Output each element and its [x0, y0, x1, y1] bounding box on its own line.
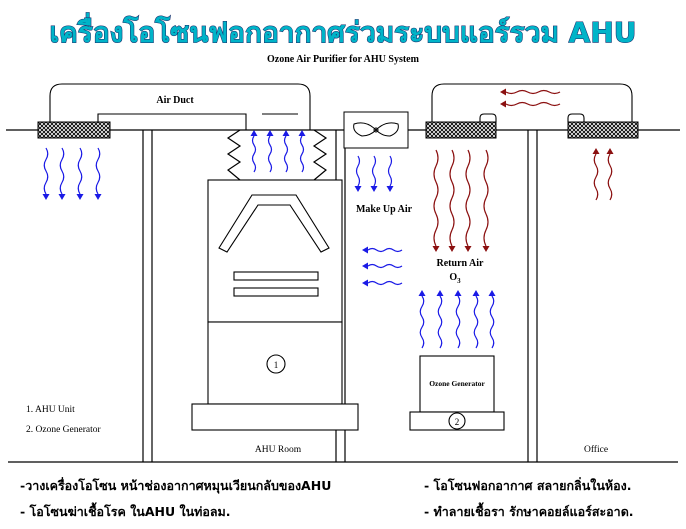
ozone-generator-body [419, 355, 495, 413]
ahu-supply-arrow [298, 130, 306, 173]
supply-diffuser-left [37, 121, 111, 139]
legend-item-ozone: 2. Ozone Generator [26, 425, 101, 435]
return-grille-office [425, 121, 497, 139]
supply-arrow [58, 147, 66, 200]
ozone-generator [409, 355, 505, 431]
ozone-generator-marker-label: 2 [455, 417, 460, 427]
ozone-generator-label: Ozone Generator [429, 379, 485, 388]
ahu-room-label: AHU Room [255, 445, 302, 455]
return-air-arrow [432, 149, 440, 252]
ahu-base [191, 403, 359, 431]
office-return-arrow [592, 148, 600, 201]
makeup-air-arrow [354, 155, 362, 192]
office-return-arrow [606, 148, 614, 201]
ahu-marker-label: 1 [274, 360, 279, 370]
ozone-formula: O3 [449, 272, 461, 285]
ahu-supply-arrow [266, 130, 274, 173]
ahu-upper-casing [207, 179, 343, 323]
fan-icon [353, 122, 399, 137]
supply-arrow [76, 147, 84, 200]
ozone-rising-arrow [418, 290, 426, 349]
air-duct [49, 83, 311, 130]
ahu-supply-arrow [250, 130, 258, 173]
note-left-2: - โอโซนฆ่าเชื้อโรค ในAHU ในท่อลม. [20, 502, 231, 519]
ahu-filter-bar-1 [233, 271, 319, 281]
supply-arrow [94, 147, 102, 200]
return-air-label: Return Air [437, 258, 485, 269]
ozone-rising-arrow [454, 290, 462, 349]
duct-return-arrow [500, 100, 561, 108]
return-air-arrow [464, 149, 472, 252]
makeup-air-drift-arrow [362, 262, 403, 270]
makeup-air-arrow [386, 155, 394, 192]
page-title: เครื่องโอโซนฟอกอากาศร่วมระบบแอร์รวม AHU [49, 12, 636, 49]
make-up-air-label: Make Up Air [356, 204, 413, 215]
ahu-filter-bar-2 [233, 287, 319, 297]
flex-connectors [226, 129, 328, 181]
return-air-arrow [482, 149, 490, 252]
makeup-air-fan [343, 111, 409, 149]
ozone-rising-arrow [472, 290, 480, 349]
note-right-1: - โอโซนฟอกอากาศ สลายกลิ่นในห้อง. [424, 477, 631, 493]
note-left-1: -วางเครื่องโอโซน หน้าช่องอากาศหมุนเวียนก… [20, 477, 331, 494]
ozone-rising-arrow [488, 290, 496, 349]
air-duct-label: Air Duct [156, 95, 194, 106]
note-right-2: - ทำลายเชื้อรา รักษาคอยล์แอร์สะอาด. [424, 502, 634, 519]
page-subtitle: Ozone Air Purifier for AHU System [267, 54, 420, 65]
ozone-symbol: O [449, 272, 457, 283]
office-room-label: Office [584, 444, 608, 455]
return-air-arrow [448, 149, 456, 252]
ahu-supply-arrow [282, 130, 290, 173]
duct-return-arrow [500, 88, 561, 96]
makeup-air-drift-arrow [362, 246, 403, 254]
ahu-coil [218, 194, 330, 253]
ozone-subscript: 3 [457, 277, 461, 285]
makeup-air-drift-arrow [362, 279, 403, 287]
ozone-rising-arrow [436, 290, 444, 349]
ahu-unit [191, 179, 359, 431]
ozone-generator-marker [448, 412, 466, 430]
return-duct [431, 83, 633, 122]
return-grille-right [567, 121, 639, 139]
legend-item-ahu: 1. AHU Unit [26, 405, 75, 415]
ahu-marker [266, 354, 286, 374]
airflow-arrows [42, 88, 614, 349]
makeup-air-arrow [370, 155, 378, 192]
diffuser-filters [37, 121, 639, 139]
supply-arrow [42, 147, 50, 200]
